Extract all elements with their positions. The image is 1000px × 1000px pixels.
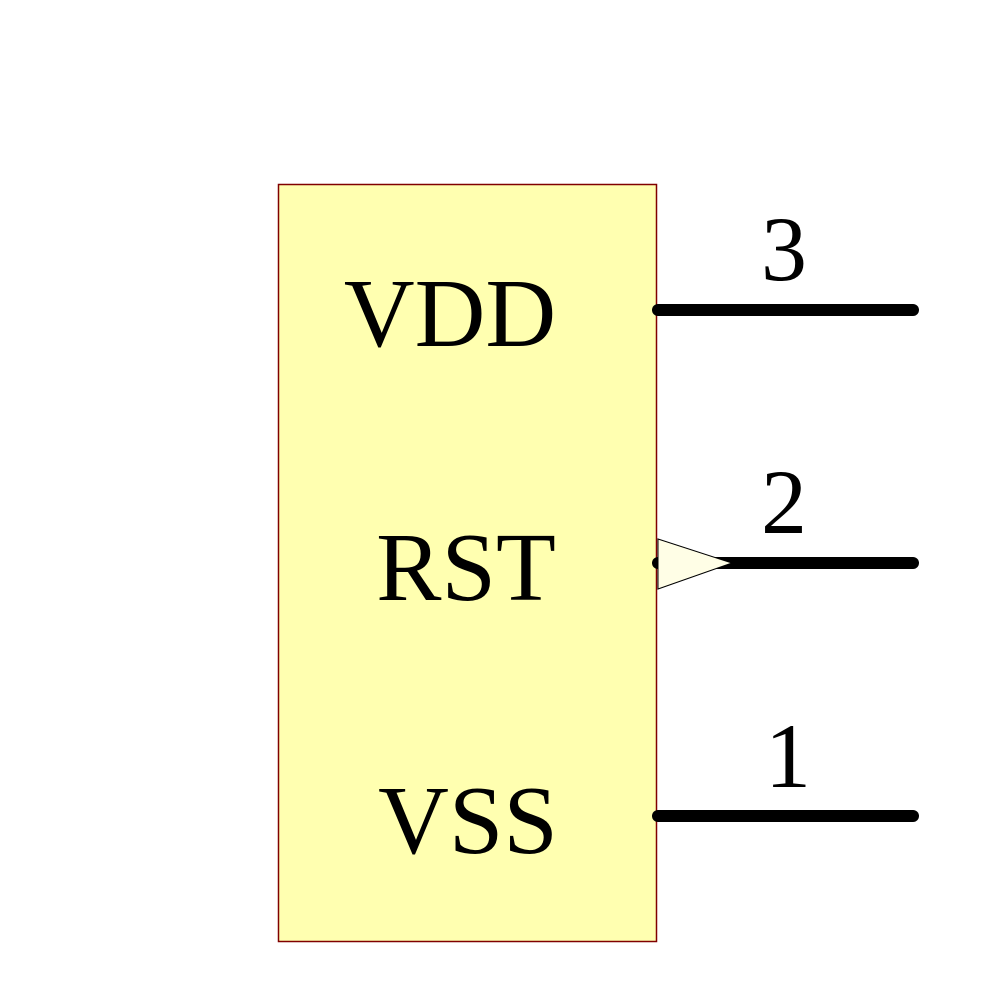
pin-2[interactable]: 2 RST bbox=[376, 451, 919, 622]
pin-1-number: 1 bbox=[765, 705, 811, 807]
pin-3[interactable]: 3 VDD bbox=[344, 198, 919, 368]
component-body[interactable] bbox=[277, 183, 658, 943]
pin-1-label: VSS bbox=[378, 767, 558, 875]
pin-2-number: 2 bbox=[761, 451, 807, 553]
pin-1[interactable]: 1 VSS bbox=[378, 705, 919, 875]
pin-2-label: RST bbox=[376, 514, 556, 622]
output-arrow-icon bbox=[657, 538, 734, 590]
pin-3-label: VDD bbox=[344, 260, 556, 368]
pin-3-number: 3 bbox=[761, 198, 807, 300]
